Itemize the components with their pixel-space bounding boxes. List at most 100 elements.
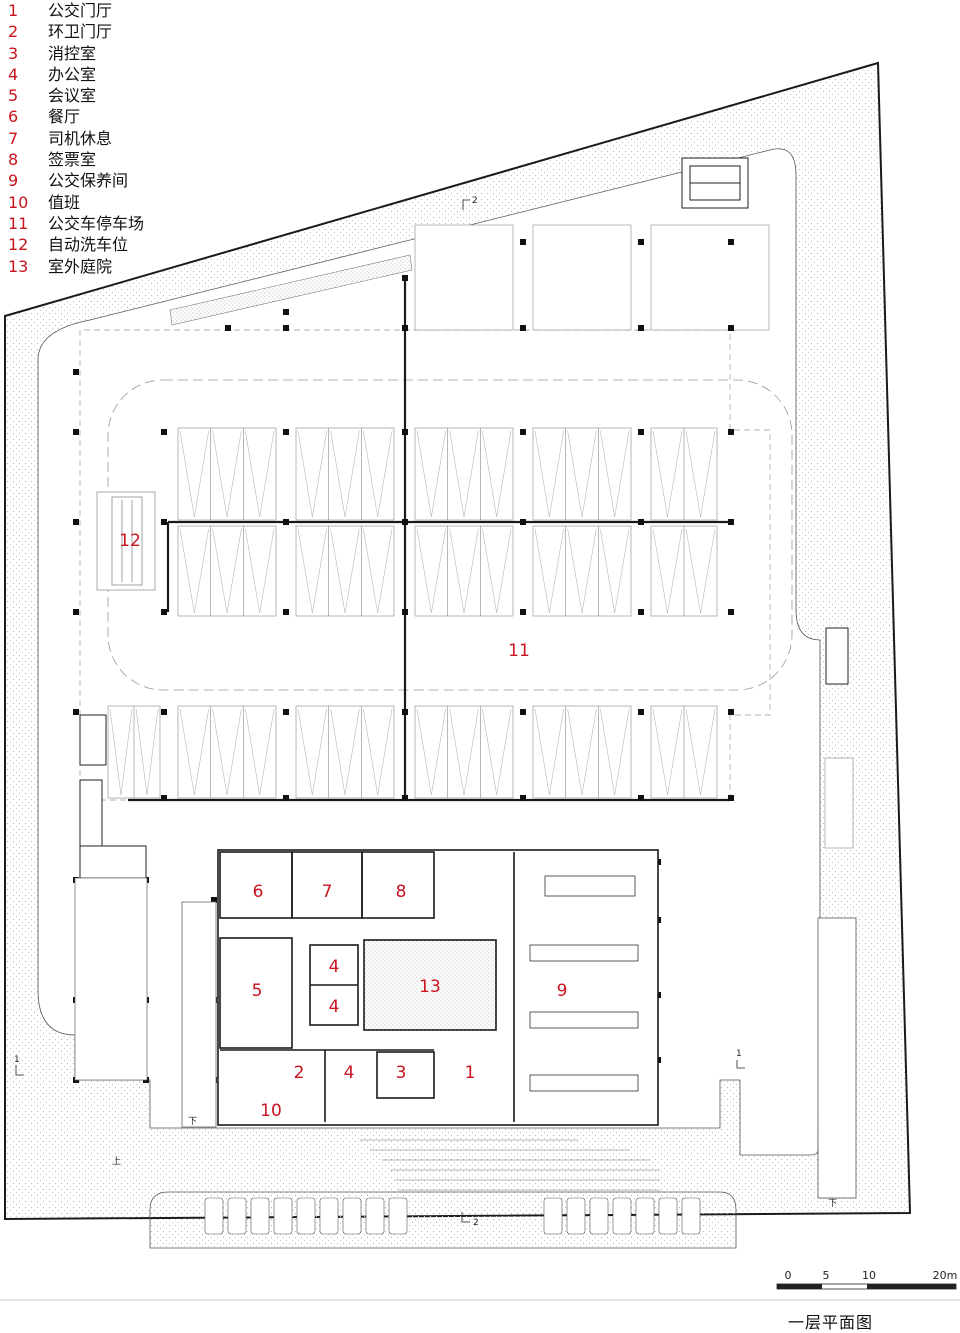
bay-stall-mark [363,430,393,518]
legend-number: 10 [8,192,29,212]
legend-label: 司机休息 [48,128,113,148]
street-parking-stall [543,1197,563,1235]
street-parking-stall [388,1197,408,1235]
room-label: 4 [344,1063,355,1083]
legend-number: 4 [8,64,19,84]
room-label: 11 [508,641,530,661]
column [638,519,644,525]
street-parking-stall [612,1197,632,1235]
column [161,795,167,801]
bay-stall-mark [685,708,716,796]
column [638,325,644,331]
bay-stall-mark [600,430,630,518]
street-parking-stall [635,1197,655,1235]
bay-stall-mark [135,708,159,796]
room-numbers: 6 7 8 5 4 4 13 9 2 4 3 1 10 11 12 [119,531,567,1121]
guard-booth [681,157,749,209]
section-mark: 1 [736,1049,742,1059]
parking-bay [532,427,632,521]
bay-stall-mark [245,708,275,796]
bay-stall-mark [179,528,209,614]
column [402,519,408,525]
legend-label: 值班 [48,192,81,212]
bay-stall-mark [416,430,446,518]
legend-number: 5 [8,86,19,106]
parking-bay [414,525,514,617]
wash-bay [96,491,156,591]
legend-number: 8 [8,150,19,170]
column [225,325,231,331]
street-parking-stall [589,1197,609,1235]
column [638,429,644,435]
room-label: 1 [465,1063,476,1083]
legend-label: 自动洗车位 [48,235,129,255]
column [283,795,289,801]
column [728,609,734,615]
west-cores [74,714,148,1081]
parking-bays-middle [177,427,718,617]
legend-number: 12 [8,235,29,255]
bay-stall-mark [652,528,683,614]
driving-lane [107,379,793,691]
ramp [181,901,217,1128]
ramp-down-mark: 下 [828,1199,837,1209]
parking-bay [532,705,632,799]
bay-stall-mark [567,708,597,796]
scale-label: 10 [862,1269,876,1282]
parking-bay [295,525,395,617]
legend-number: 2 [8,22,19,42]
bay-stall-mark [212,430,242,518]
scale-label: 5 [823,1269,830,1282]
bay-stall-mark [685,430,716,518]
maintenance-pits [529,875,639,1092]
section-marks [15,199,745,1223]
east-gate [817,627,857,1199]
bay-stall-mark [212,528,242,614]
scale-label: 0 [785,1269,792,1282]
bay-stall-mark [482,430,512,518]
room-label: 7 [322,882,333,902]
legend-number: 13 [8,256,29,276]
parking-bay [414,705,514,799]
section-mark: 2 [472,196,478,206]
bay-stall-mark [482,528,512,614]
entrance-steps [360,1139,660,1191]
parking-bay [295,427,395,521]
column [638,709,644,715]
legend-number: 7 [8,128,19,148]
bay-stall-mark [297,708,327,796]
scale-label: 20m [933,1269,958,1282]
column [520,325,526,331]
deck-walls [128,280,730,802]
bay-stall-mark [534,430,564,518]
legend-number: 9 [8,171,19,191]
bay-stall-mark [109,708,133,796]
legend-number: 1 [8,1,19,20]
section-mark: 1 [14,1055,20,1065]
column [283,709,289,715]
legend-item: 12 自动洗车位 [8,234,144,255]
street-parking-stall [342,1197,362,1235]
column [638,795,644,801]
bay-stall-mark [179,708,209,796]
column [283,429,289,435]
bay-stall-mark [245,430,275,518]
column [728,429,734,435]
street-parking-stall [227,1197,247,1235]
column [161,609,167,615]
legend-item: 10 值班 [8,192,144,213]
legend-label: 公交保养间 [48,171,129,191]
parking-bay [177,427,277,521]
column [161,709,167,715]
street-parking-stall [273,1197,293,1235]
column [283,519,289,525]
bay-stall-mark [567,528,597,614]
legend-label: 会议室 [48,86,97,106]
street-parking-stall [658,1197,678,1235]
parking-bay [532,525,632,617]
street-parking-stall [204,1197,224,1235]
scale-bar: 0 5 10 20m [776,1269,958,1290]
ramp-down-mark: 下 [188,1117,197,1127]
